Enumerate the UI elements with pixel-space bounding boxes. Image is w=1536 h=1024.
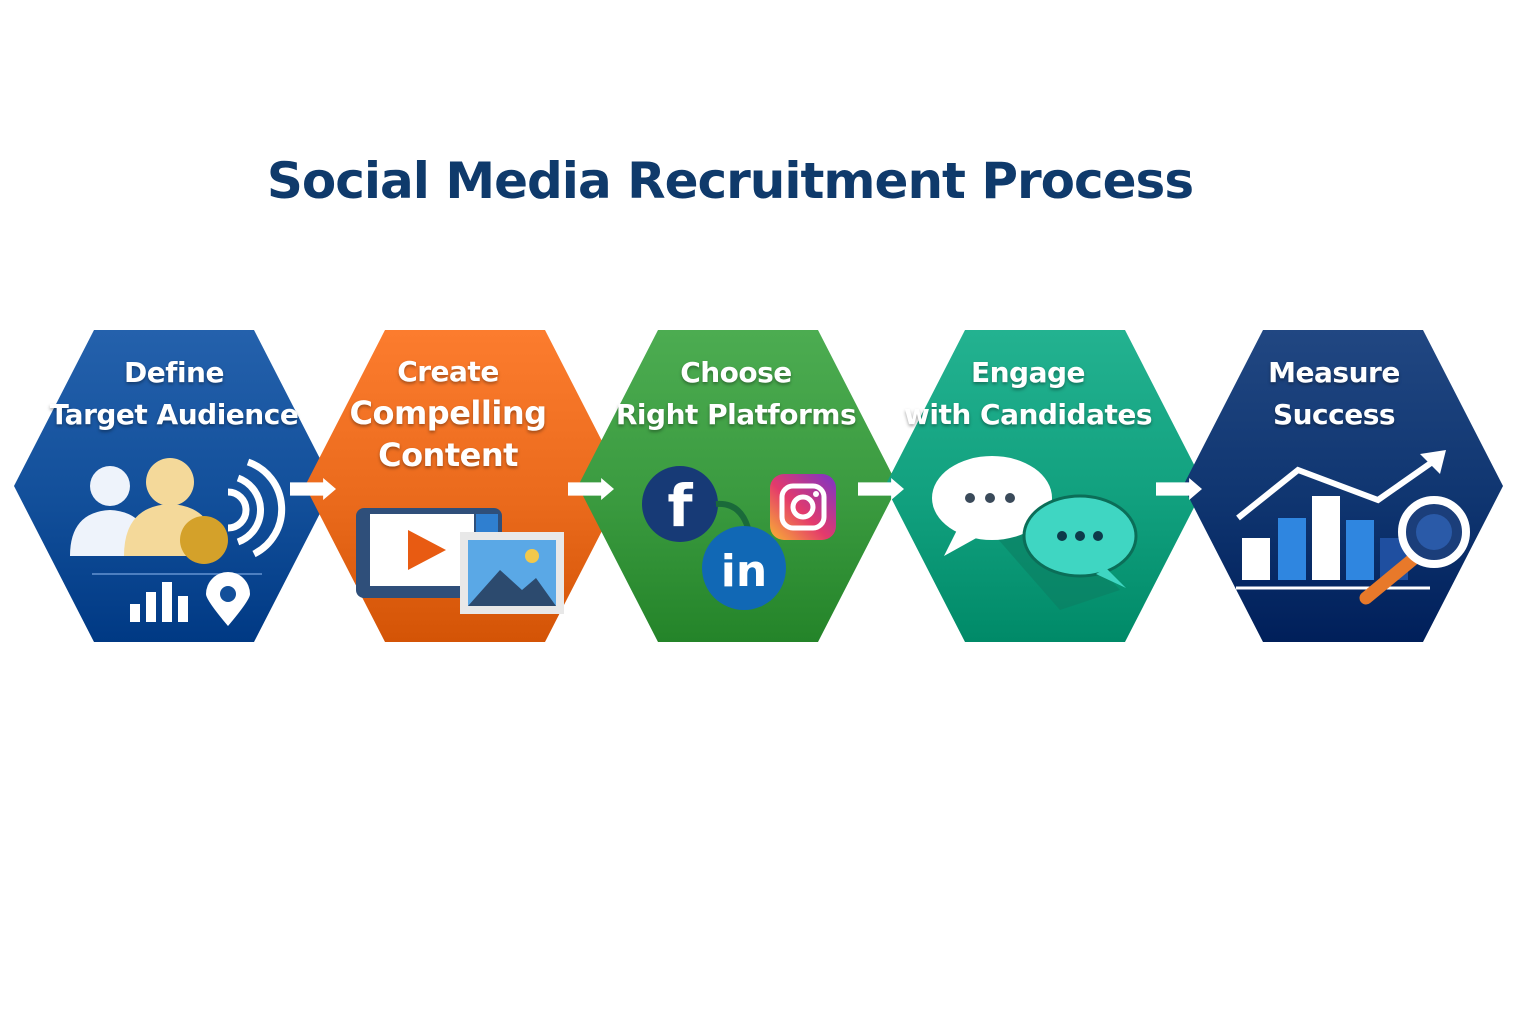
- facebook-icon: f: [642, 466, 718, 542]
- svg-text:f: f: [667, 472, 693, 540]
- chat-bubble-icon: [1022, 494, 1138, 588]
- instagram-icon: [770, 474, 836, 540]
- connector-arrow-2: [568, 478, 614, 500]
- linkedin-icon: in: [702, 526, 786, 610]
- step-4-label: Engage with Candidates: [868, 352, 1188, 436]
- step-3-line-1: Choose: [680, 356, 792, 389]
- connector-arrow-1: [290, 478, 336, 500]
- broadcast-icon: [180, 458, 286, 564]
- step-1-line-2: Target Audience: [49, 398, 299, 431]
- connector-arrow-4: [1156, 478, 1202, 500]
- step-1-label: Define Target Audience: [14, 352, 334, 436]
- step-2-label: Create Compelling Content: [288, 352, 608, 476]
- svg-text:in: in: [721, 546, 767, 597]
- location-pin-icon: [206, 572, 250, 626]
- step-2-line-3: Content: [378, 436, 518, 474]
- magnifier-icon: [1359, 496, 1470, 605]
- step-2-line-1: Create: [397, 355, 499, 388]
- image-icon: [460, 532, 564, 614]
- chat-bubble-icon: [932, 456, 1052, 556]
- step-2-line-2: Compelling: [349, 394, 547, 432]
- bar-chart-icon: [130, 582, 188, 622]
- step-3-label: Choose Right Platforms: [576, 352, 896, 436]
- connector-curve: [715, 500, 751, 529]
- step-5-line-1: Measure: [1268, 356, 1400, 389]
- step-5-line-2: Success: [1272, 398, 1396, 431]
- step-5-label: Measure Success: [1174, 352, 1494, 436]
- step-3-line-2: Right Platforms: [615, 398, 857, 431]
- step-1-line-1: Define: [124, 356, 224, 389]
- step-4-line-2: with Candidates: [903, 398, 1153, 431]
- step-4-line-1: Engage: [970, 356, 1086, 389]
- page-title: Social Media Recruitment Process: [266, 152, 1194, 210]
- connector-arrow-3: [858, 478, 904, 500]
